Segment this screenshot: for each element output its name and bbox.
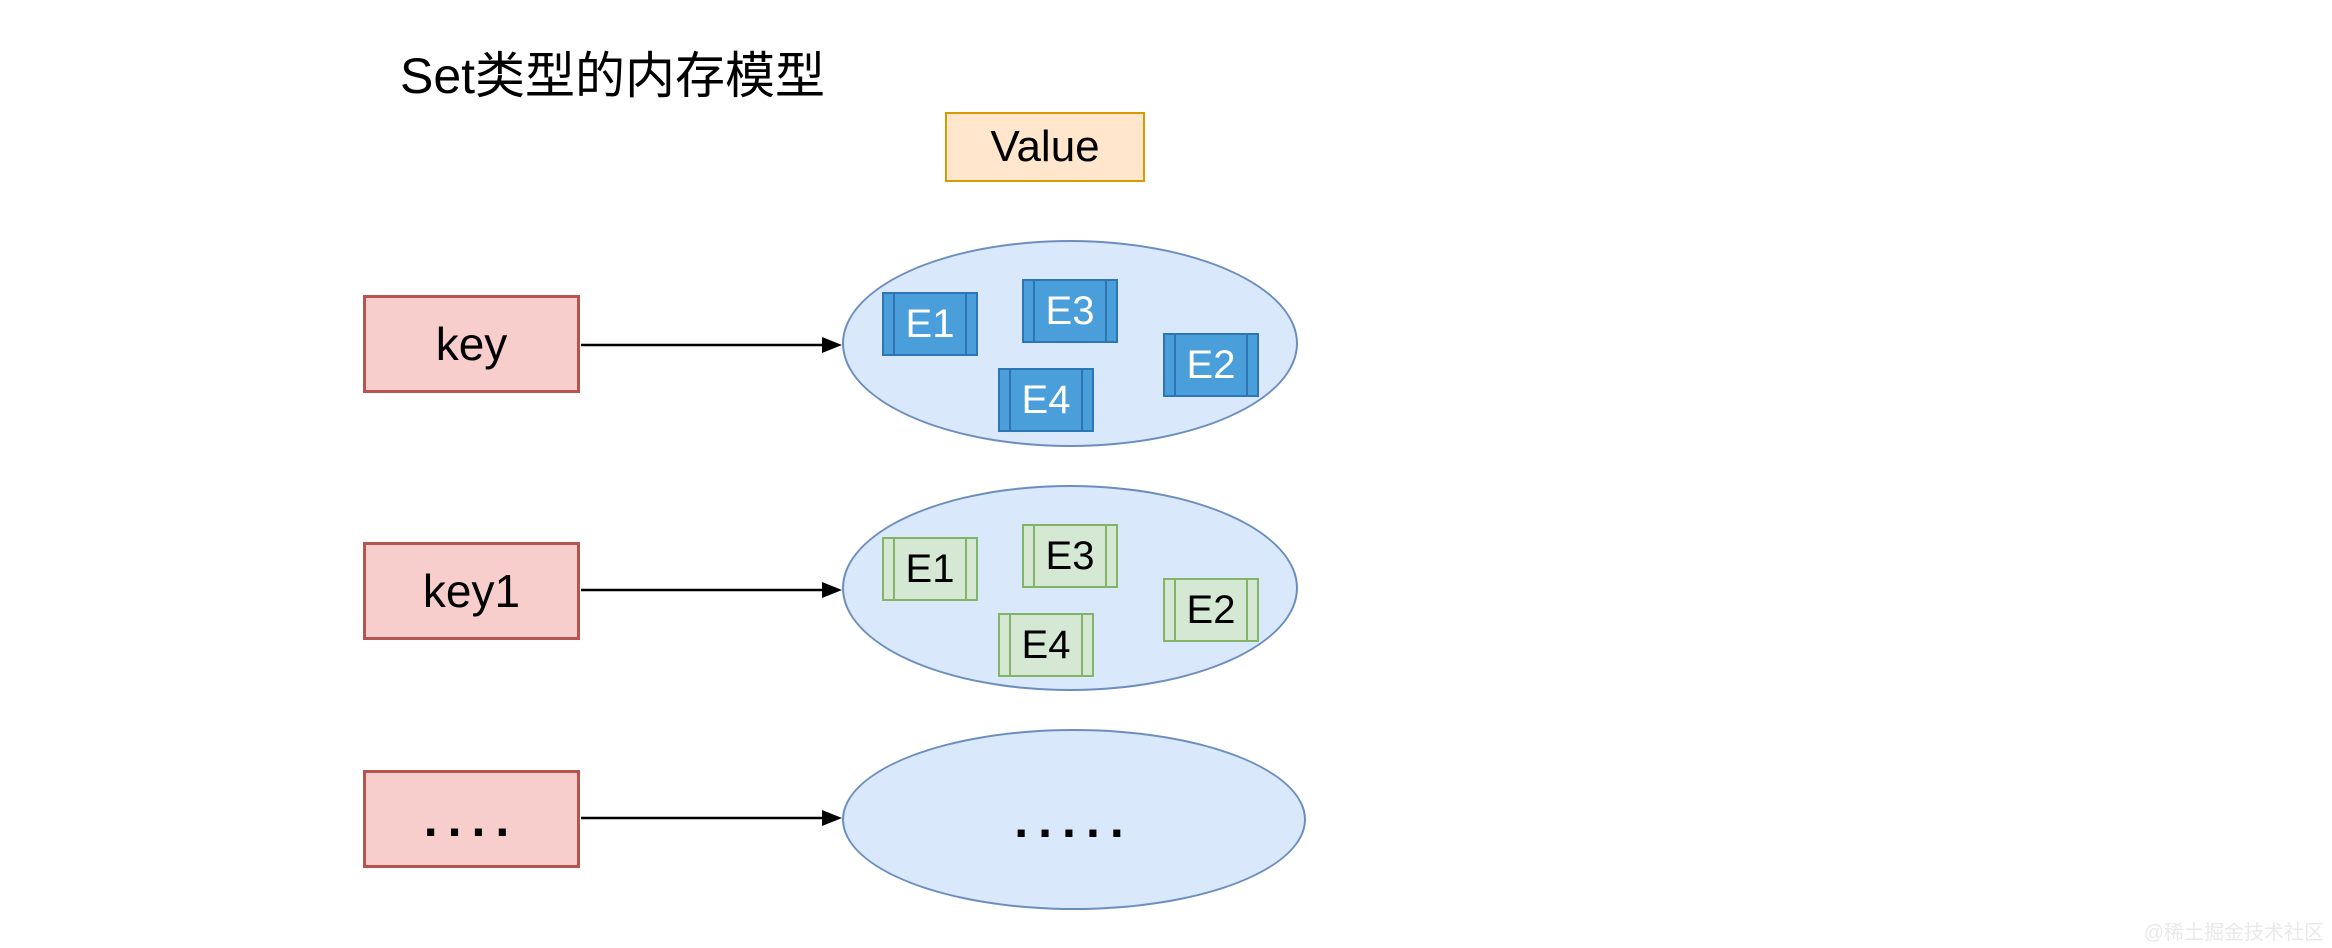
set-element-label: E2 — [1186, 342, 1236, 387]
key-box-ellipsis: .... — [363, 770, 580, 868]
set-ellipse-key1: E1 E3 E4 E2 — [842, 485, 1298, 691]
set-element-label: E4 — [1021, 622, 1071, 667]
key-box-label: key1 — [422, 565, 521, 617]
process-bar — [1081, 615, 1083, 675]
process-bar — [1033, 526, 1035, 586]
set-element: E3 — [1022, 279, 1118, 343]
key-box-key: key — [363, 295, 580, 393]
set-element: E1 — [882, 292, 978, 356]
set-element-label: E2 — [1186, 587, 1236, 632]
key-box-label: key — [435, 318, 508, 370]
process-bar — [1081, 370, 1083, 430]
set-ellipse-ellipsis: ..... — [842, 729, 1306, 910]
process-bar — [1105, 526, 1107, 586]
set-element: E4 — [998, 613, 1094, 677]
set-element: E1 — [882, 537, 978, 601]
set-element: E4 — [998, 368, 1094, 432]
process-bar — [1009, 370, 1011, 430]
set-placeholder-label: ..... — [1014, 791, 1134, 848]
set-element-label: E3 — [1045, 533, 1095, 578]
set-element: E3 — [1022, 524, 1118, 588]
set-element-label: E1 — [905, 301, 955, 346]
process-bar — [1174, 335, 1176, 395]
process-bar — [893, 539, 895, 599]
watermark: @稀土掘金技术社区 — [2143, 922, 2324, 944]
process-bar — [1246, 580, 1248, 640]
process-bar — [1174, 580, 1176, 640]
process-bar — [965, 539, 967, 599]
set-element-label: E3 — [1045, 288, 1095, 333]
process-bar — [965, 294, 967, 354]
process-bar — [1105, 281, 1107, 341]
process-bar — [1246, 335, 1248, 395]
set-ellipse-key: E1 E3 E4 E2 — [842, 240, 1298, 447]
value-header-box: Value — [945, 112, 1145, 182]
value-header-label: Value — [990, 122, 1100, 171]
process-bar — [1033, 281, 1035, 341]
key-box-label: .... — [423, 791, 520, 847]
diagram-title: Set类型的内存模型 — [400, 48, 826, 104]
process-bar — [1009, 615, 1011, 675]
process-bar — [893, 294, 895, 354]
set-element: E2 — [1163, 578, 1259, 642]
key-box-key1: key1 — [363, 542, 580, 640]
set-element: E2 — [1163, 333, 1259, 397]
set-element-label: E1 — [905, 546, 955, 591]
set-element-label: E4 — [1021, 377, 1071, 422]
